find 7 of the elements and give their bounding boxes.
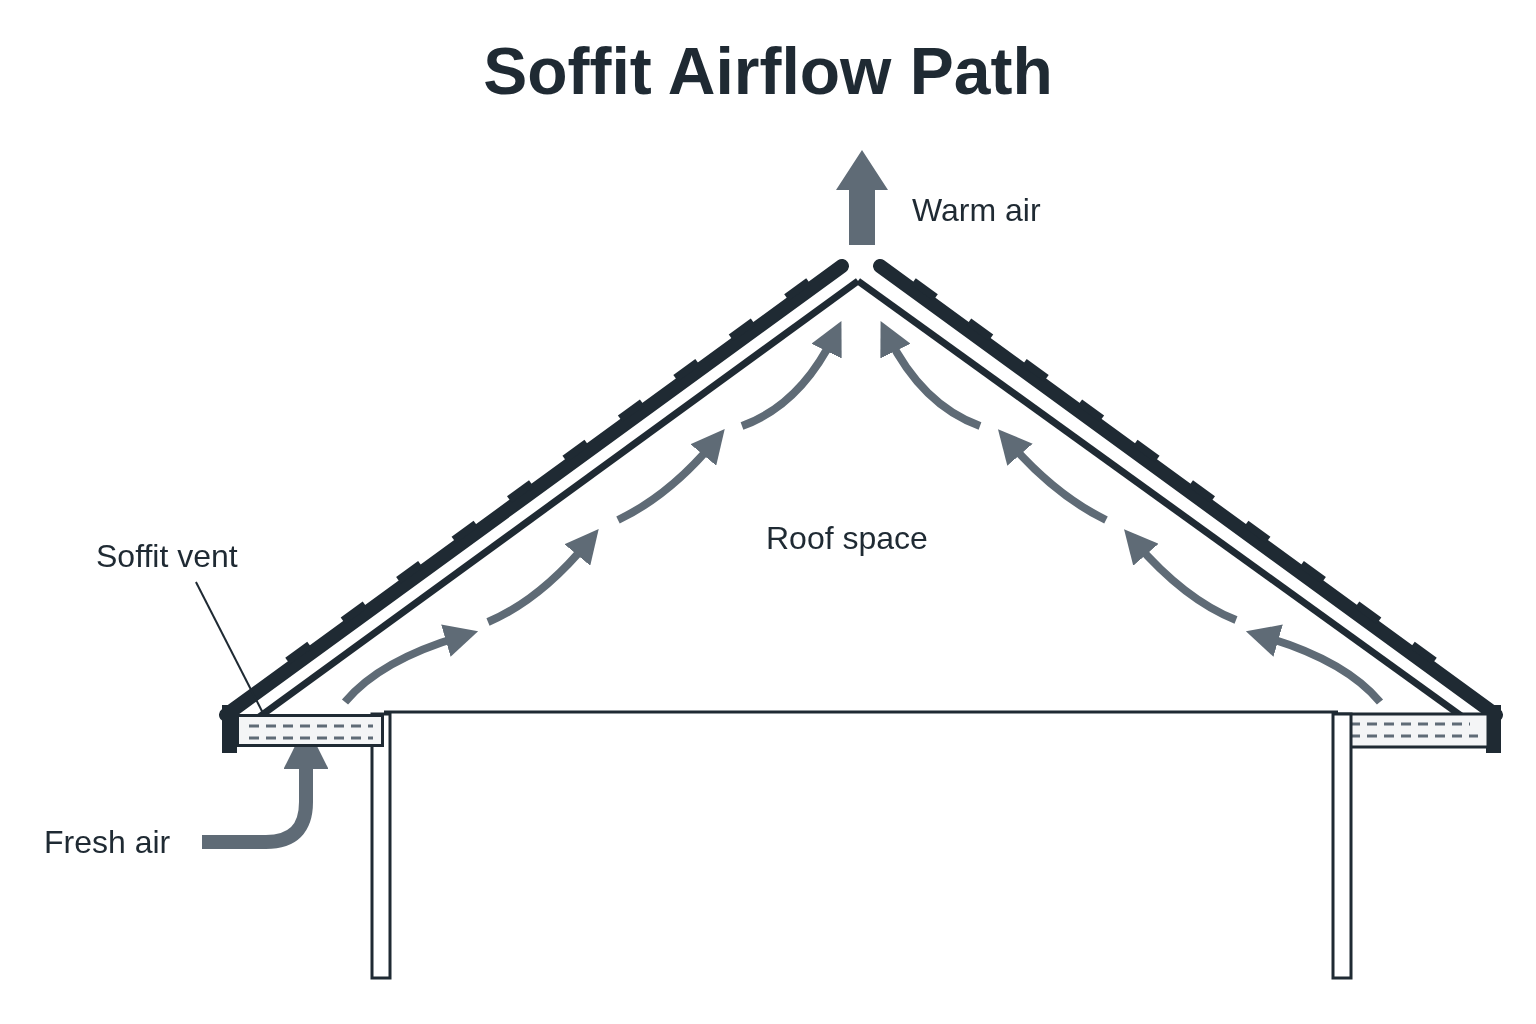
title: Soffit Airflow Path [483, 38, 1053, 104]
area-label: Roof space [766, 522, 928, 554]
callout-text: Fresh air [44, 822, 194, 862]
area-label: Warm air [912, 194, 1041, 226]
soffit-vent [236, 714, 384, 747]
callout-text: Soffit vent [96, 536, 278, 576]
leader-line [194, 581, 265, 715]
